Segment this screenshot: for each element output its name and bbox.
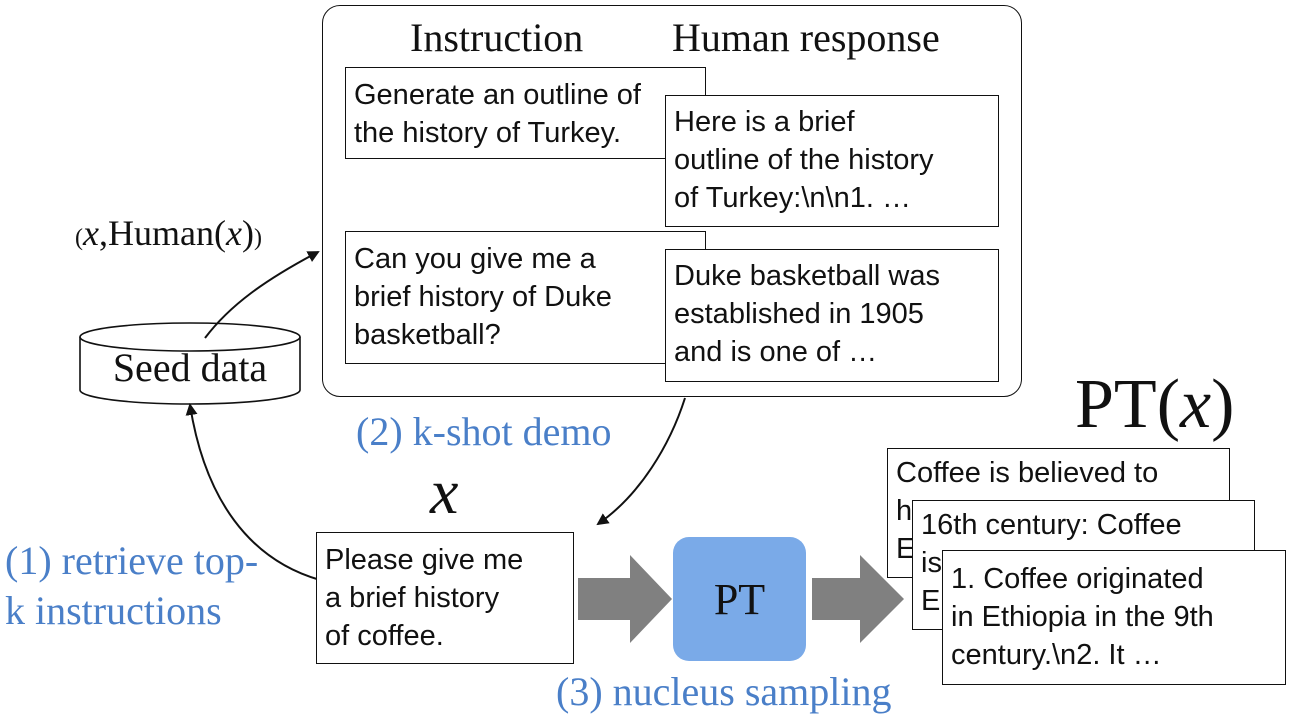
output-sample-3: 1. Coffee originated in Ethiopia in the … — [942, 550, 1286, 685]
instruction-1-line-2: the history of Turkey. — [354, 117, 622, 149]
output-3-line-2: in Ethiopia in the 9th — [951, 601, 1214, 633]
seed-data-cylinder — [79, 322, 301, 405]
pair-x2: x — [225, 213, 242, 253]
step1-line-1: (1) retrieve top- — [5, 538, 259, 583]
output-3-line-1: 1. Coffee originated — [951, 563, 1204, 595]
pt-model-box: PT — [673, 537, 806, 661]
instruction-1-line-1: Generate an outline of — [354, 79, 641, 111]
instruction-2-line-1: Can you give me a — [354, 243, 596, 275]
arrow-pt-to-outputs — [812, 555, 904, 643]
output-2-line-1: 16th century: Coffee — [921, 509, 1182, 541]
output-3-line-3: century.\n2. It … — [951, 639, 1162, 671]
pair-close: ) — [241, 213, 254, 253]
output-label-suffix: ) — [1211, 366, 1235, 443]
input-prompt-box: Please give me a brief history of coffee… — [316, 532, 574, 664]
pair-sep: ,Human( — [98, 213, 226, 253]
output-label-x: x — [1180, 366, 1212, 443]
instruction-2-line-3: basketball? — [354, 319, 501, 351]
response-2-line-3: and is one of … — [674, 336, 878, 368]
response-box-1: Here is a brief outline of the history o… — [665, 95, 999, 227]
pair-x: x — [83, 213, 99, 253]
arrow-seed-to-demo — [204, 251, 320, 339]
output-2-line-2: is — [921, 547, 942, 579]
step3-label: (3) nucleus sampling — [556, 669, 892, 714]
response-1-line-2: outline of the history — [674, 144, 934, 176]
input-line-2: a brief history — [325, 582, 500, 614]
response-2-line-1: Duke basketball was — [674, 260, 940, 292]
instruction-header: Instruction — [410, 15, 584, 60]
step1-line-2: k instructions — [5, 588, 222, 633]
arrow-input-to-pt — [578, 555, 672, 643]
instruction-box-1: Generate an outline of the history of Tu… — [345, 67, 706, 159]
instruction-box-2: Can you give me a brief history of Duke … — [345, 231, 706, 364]
output-label-prefix: PT( — [1075, 366, 1180, 443]
instruction-2-line-2: brief history of Duke — [354, 281, 612, 313]
output-label: PT(x) — [1075, 365, 1234, 445]
step1-label: (1) retrieve top- k instructions — [5, 536, 258, 636]
response-1-line-3: of Turkey:\n\n1. … — [674, 182, 911, 214]
output-1-line-3: E — [896, 533, 916, 565]
arrow-demo-to-input — [596, 397, 686, 526]
response-box-2: Duke basketball was established in 1905 … — [665, 249, 999, 382]
response-2-line-2: established in 1905 — [674, 298, 924, 330]
response-1-line-1: Here is a brief — [674, 106, 855, 138]
x-label: x — [430, 456, 459, 527]
output-2-line-3: E — [921, 585, 941, 617]
pair-label: (x,Human(x)) — [75, 213, 262, 253]
input-line-1: Please give me — [325, 544, 524, 576]
output-1-line-1: Coffee is believed to — [896, 457, 1159, 489]
seed-data-label: Seed data — [112, 345, 268, 390]
step2-label: (2) k-shot demo — [356, 409, 612, 454]
arrow-retrieve-to-seed — [185, 403, 321, 581]
input-line-3: of coffee. — [325, 620, 444, 652]
human-response-header: Human response — [672, 15, 940, 60]
